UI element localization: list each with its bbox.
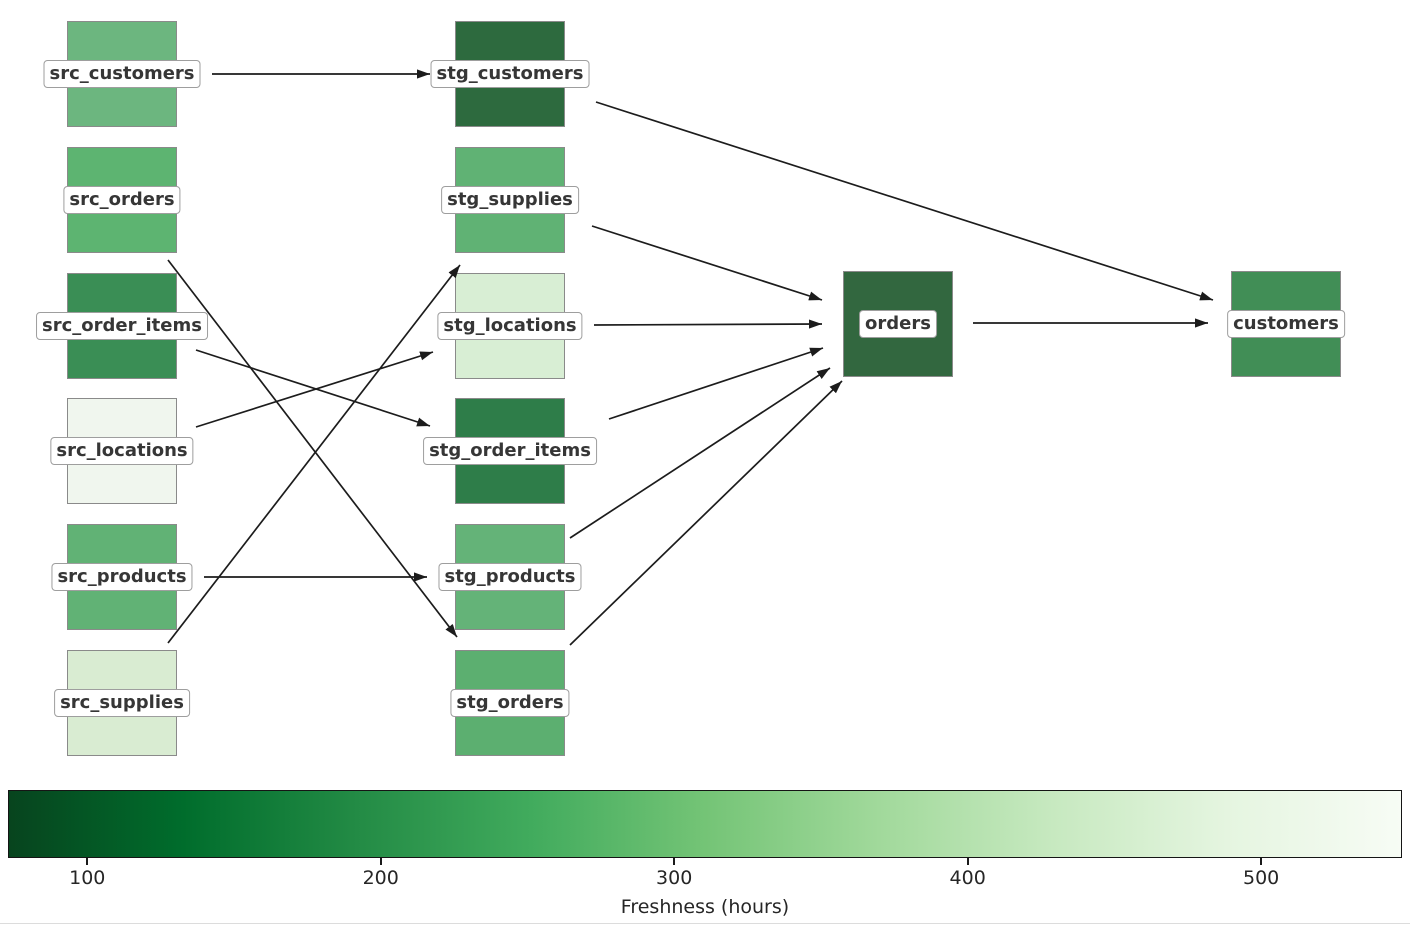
colorbar-axis-label: Freshness (hours): [620, 896, 790, 918]
colorbar-tick-label: 400: [949, 867, 986, 889]
edge-src_supplies-stg_supplies: [167, 264, 461, 644]
node-label-stg_order_items: stg_order_items: [423, 437, 597, 465]
edge-stg_orders-orders: [569, 380, 843, 646]
node-label-stg_customers: stg_customers: [430, 60, 590, 88]
colorbar-tick-mark: [673, 858, 676, 865]
edge-stg_products-orders: [569, 367, 831, 539]
node-label-stg_supplies: stg_supplies: [441, 186, 579, 214]
colorbar-tick-mark: [966, 858, 969, 865]
colorbar-tick-mark: [86, 858, 89, 865]
node-label-stg_orders: stg_orders: [450, 689, 570, 717]
edge-stg_order_items-orders: [608, 347, 824, 420]
node-label-src_locations: src_locations: [50, 437, 194, 465]
colorbar-tick-label: 500: [1242, 867, 1280, 889]
colorbar-gradient: [8, 790, 1402, 858]
node-label-stg_products: stg_products: [438, 563, 582, 591]
edge-stg_supplies-orders: [591, 225, 823, 301]
node-label-customers: customers: [1227, 310, 1345, 338]
colorbar-tick-label: 100: [69, 867, 106, 889]
colorbar-ticks: 100 200 300 400 500: [8, 858, 1402, 900]
node-label-src_orders: src_orders: [63, 186, 181, 214]
edge-src_orders-stg_orders: [167, 259, 458, 638]
colorbar-tick-label: 300: [656, 867, 693, 889]
colorbar-tick-mark: [379, 858, 382, 865]
node-label-stg_locations: stg_locations: [437, 312, 583, 340]
node-label-src_customers: src_customers: [43, 60, 201, 88]
edge-src_order_items-stg_order_items: [195, 349, 431, 427]
edges-layer: [167, 69, 1214, 646]
colorbar-tick-label: 200: [362, 867, 399, 889]
node-label-orders: orders: [859, 310, 937, 338]
node-label-src_products: src_products: [51, 563, 193, 591]
figure-bottom-border: [0, 923, 1410, 924]
colorbar-tick-mark: [1260, 858, 1263, 865]
edge-src_locations-stg_locations: [195, 351, 434, 428]
edge-stg_locations-orders: [593, 319, 823, 329]
node-label-src_order_items: src_order_items: [36, 312, 208, 340]
node-label-src_supplies: src_supplies: [54, 689, 190, 717]
